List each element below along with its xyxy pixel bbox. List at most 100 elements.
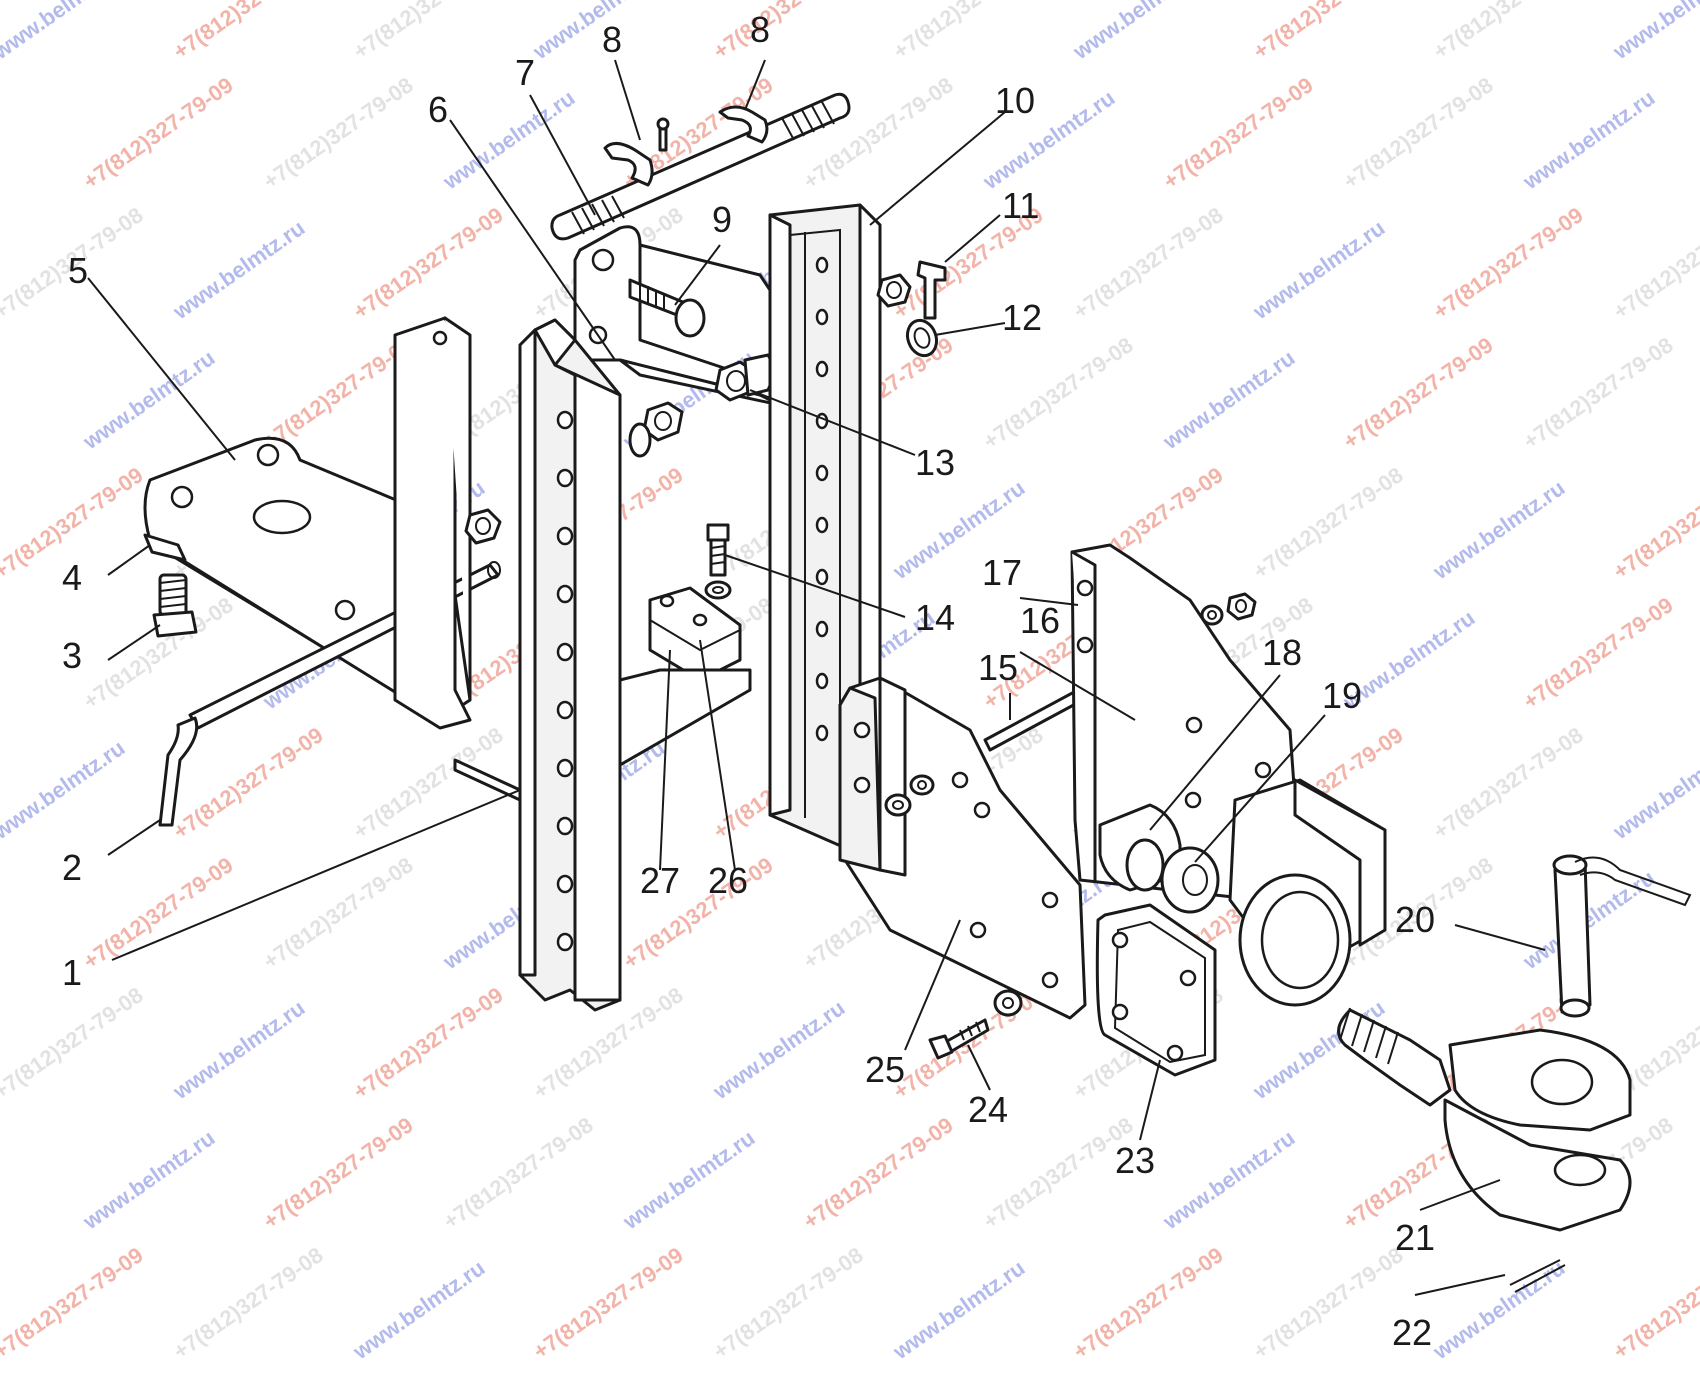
watermark-text: www.belmtz.ru (0, 0, 129, 65)
part-24-bolt (928, 989, 1023, 1060)
callout-1: 1 (62, 952, 82, 993)
callout-26: 26 (708, 860, 748, 901)
nut-channel-right (876, 273, 912, 308)
watermark-text: www.belmtz.ru (708, 995, 850, 1105)
watermark-text: +7(812)327-79-09 (799, 1112, 958, 1234)
callout-16: 16 (1020, 600, 1060, 641)
rail-hole (556, 700, 574, 720)
watermark-text: +7(812)327-79-09 (1249, 0, 1408, 64)
washers-25 (884, 774, 935, 817)
watermark-text: +7(812)327-79-09 (1519, 592, 1678, 714)
watermark-text: www.belmtz.ru (1068, 0, 1210, 65)
watermark-text: +7(812)327-79-09 (529, 1242, 688, 1364)
channel-hole (815, 360, 829, 378)
part-21-clevis (1337, 1007, 1632, 1232)
watermark-text: www.belmtz.ru (1158, 1125, 1300, 1235)
part-1-frame (393, 316, 522, 802)
watermark-text: +7(812)327-79-08 (709, 1242, 868, 1364)
callout-15: 15 (978, 647, 1018, 688)
callout-12: 12 (1002, 297, 1042, 338)
callout-20: 20 (1395, 899, 1435, 940)
callout-labels: 1 2 3 4 5 6 7 8 8 9 10 11 12 13 14 15 16… (62, 9, 1435, 1353)
channel-hole (815, 464, 829, 482)
callout-21: 21 (1395, 1217, 1435, 1258)
rail-hole (556, 410, 574, 430)
watermark-text: +7(812)327-79-08 (1339, 72, 1498, 194)
callout-27: 27 (640, 860, 680, 901)
rail-hole (556, 584, 574, 604)
part-22-clip (1509, 1259, 1566, 1293)
callout-2: 2 (62, 847, 82, 888)
watermark-text: www.belmtz.ru (168, 215, 310, 325)
callout-13: 13 (915, 442, 955, 483)
watermark-text: +7(812)327-79-08 (0, 982, 148, 1104)
watermark-text: +7(812)327-79-08 (79, 592, 238, 714)
watermark-text: www.belmtz.ru (168, 995, 310, 1105)
watermark-text: +7(812)327-79-08 (1249, 1242, 1408, 1364)
rail-hole (556, 526, 574, 546)
watermark-text: www.belmtz.ru (438, 85, 580, 195)
rail-hole (556, 932, 574, 952)
watermark-text: +7(812)327-79-08 (799, 72, 958, 194)
callout-4: 4 (62, 557, 82, 598)
callout-11: 11 (1002, 185, 1039, 226)
nut-left-frame (464, 508, 502, 545)
part-25-side-plate (838, 676, 1087, 1020)
callout-8b: 8 (750, 9, 770, 50)
leader-lines (87, 59, 1546, 1296)
part-5-top-plate (143, 436, 472, 726)
part-19-bushing (1160, 846, 1220, 914)
callout-10: 10 (995, 80, 1035, 121)
channel-hole (815, 620, 829, 638)
callout-8a: 8 (602, 19, 622, 60)
rail-hole (556, 642, 574, 662)
watermark-text: www.belmtz.ru (1158, 345, 1300, 455)
watermark-text: +7(812)327-79-09 (79, 72, 238, 194)
callout-9: 9 (712, 199, 732, 240)
callout-22: 22 (1392, 1312, 1432, 1353)
screw-small (656, 117, 670, 152)
callout-14: 14 (915, 597, 955, 638)
watermark-text: +7(812)327-79-09 (709, 0, 868, 64)
watermark-text: +7(812)327-79-09 (1609, 1242, 1700, 1364)
nuts-17 (1200, 592, 1257, 626)
callout-18: 18 (1262, 632, 1302, 673)
part-13-nut-washer (714, 353, 775, 402)
watermark-text: +7(812)327-79-08 (1519, 332, 1678, 454)
callout-3: 3 (62, 635, 82, 676)
watermark-text: +7(812)327-79-08 (1249, 462, 1408, 584)
channel-hole (815, 516, 829, 534)
part-18-shaft (1098, 803, 1182, 892)
watermark-text: +7(812)327-79-09 (0, 1242, 148, 1364)
watermark-text: www.belmtz.ru (888, 1255, 1030, 1365)
watermark-text: +7(812)327-79-08 (979, 1112, 1138, 1234)
watermark-text: +7(812)327-79-09 (1069, 1242, 1228, 1364)
watermark-text: +7(812)327-79-08 (1429, 722, 1588, 844)
rail-hole (556, 758, 574, 778)
part-27-plate (618, 668, 752, 767)
watermark-text: +7(812)327-79-08 (259, 852, 418, 974)
part-23-flange (1095, 903, 1217, 1077)
nut-on-rail (628, 401, 684, 458)
callout-7: 7 (515, 52, 535, 93)
watermark-text: +7(812)327-79-08 (1609, 202, 1700, 324)
part-20-pin (1552, 854, 1692, 1018)
callout-6: 6 (428, 89, 448, 130)
watermark-text: www.belmtz.ru (1608, 0, 1700, 65)
watermark-text: +7(812)327-79-09 (1159, 72, 1318, 194)
watermark-text: www.belmtz.ru (1428, 1255, 1570, 1365)
watermark-text: +7(812)327-79-08 (889, 0, 1048, 64)
watermark-text: +7(812)327-79-08 (349, 0, 508, 64)
channel-hole (815, 308, 829, 326)
watermark-text: www.belmtz.ru (348, 1255, 490, 1365)
watermark-text: +7(812)327-79-09 (349, 202, 508, 324)
part-9-bolt (628, 278, 706, 338)
watermark-text: www.belmtz.ru (528, 0, 670, 65)
callout-25: 25 (865, 1049, 905, 1090)
watermark-text: www.belmtz.ru (78, 1125, 220, 1235)
channel-hole (815, 672, 829, 690)
part-8-clamp-right (718, 105, 769, 144)
part-14-bolt (704, 523, 732, 600)
channel-hole (815, 724, 829, 742)
part-7-threaded-bar (550, 92, 851, 241)
